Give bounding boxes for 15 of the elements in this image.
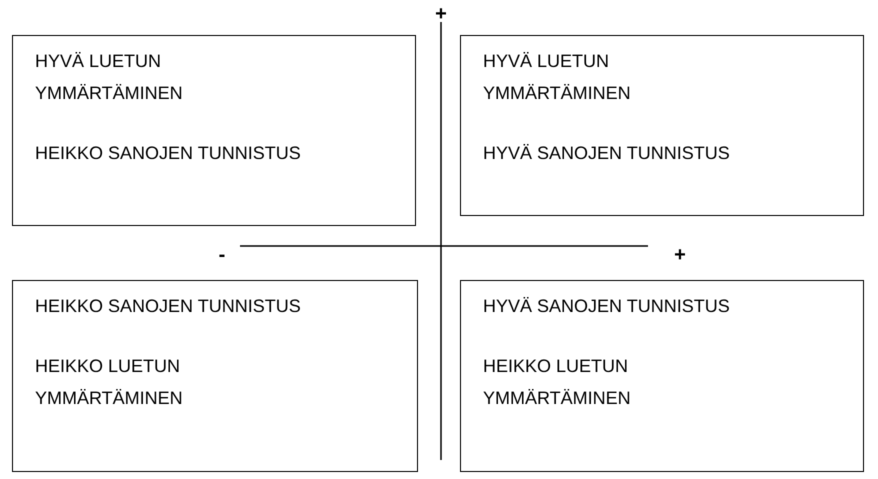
quadrant-text: HYVÄ LUETUN YMMÄRTÄMINEN: [35, 50, 184, 105]
quadrant-text: HEIKKO LUETUN YMMÄRTÄMINEN: [483, 355, 632, 410]
axis-sign-label: -: [218, 245, 226, 265]
quadrant-box: [460, 280, 864, 472]
axis-sign-label: +: [674, 245, 686, 265]
quadrant-text: HYVÄ SANOJEN TUNNISTUS: [483, 295, 731, 318]
quadrant-text: HEIKKO SANOJEN TUNNISTUS: [35, 295, 302, 318]
axis-sign-label: +: [435, 4, 447, 24]
quadrant-box: [460, 35, 864, 216]
quadrant-text: HEIKKO LUETUN YMMÄRTÄMINEN: [35, 355, 184, 410]
quadrant-text: HEIKKO SANOJEN TUNNISTUS: [35, 142, 302, 165]
quadrant-text: HYVÄ SANOJEN TUNNISTUS: [483, 142, 731, 165]
quadrant-box: [12, 35, 416, 226]
quadrant-text: HYVÄ LUETUN YMMÄRTÄMINEN: [483, 50, 632, 105]
quadrant-box: [12, 280, 418, 472]
